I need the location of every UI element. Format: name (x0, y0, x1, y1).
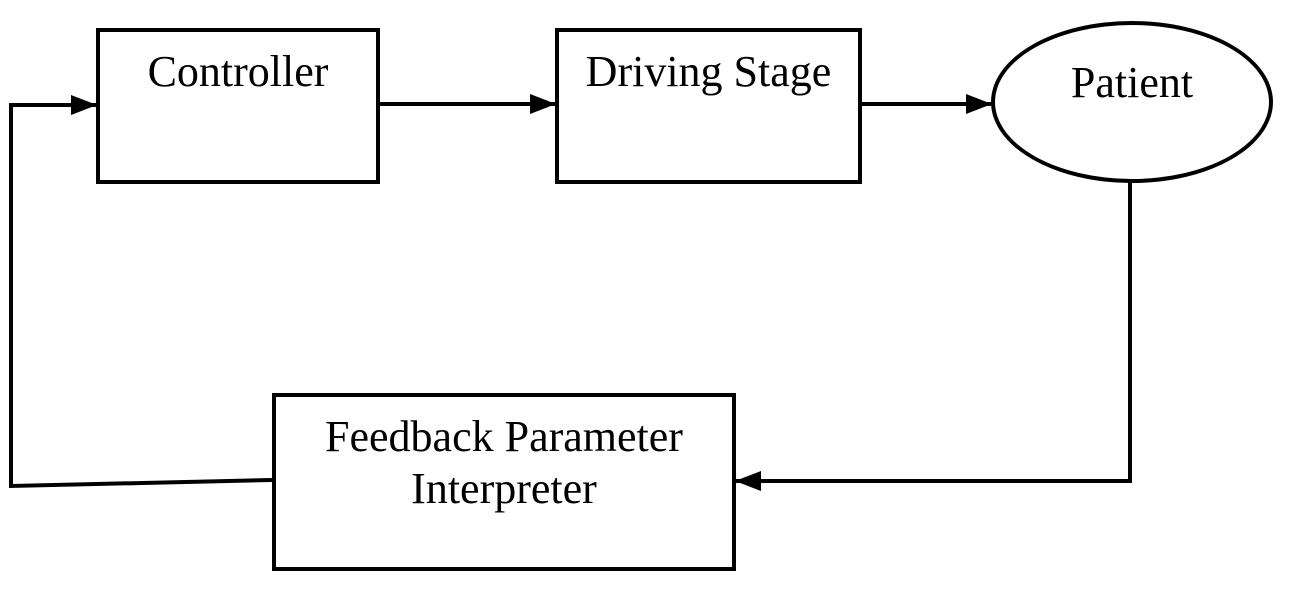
edge-patient-to-feedback-interpreter (735, 181, 1132, 491)
node-controller: Controller (96, 28, 380, 184)
node-feedback-parameter-interpreter: Feedback Parameter Interpreter (272, 393, 736, 571)
feedback-interpreter-label-line1: Feedback Parameter (325, 412, 683, 461)
patient-label: Patient (1070, 58, 1194, 107)
node-driving-stage: Driving Stage (555, 28, 862, 184)
feedback-interpreter-label-line2: Interpreter (411, 464, 597, 513)
driving-stage-label: Driving Stage (585, 47, 832, 96)
node-patient: Patient (991, 21, 1273, 183)
controller-label: Controller (147, 47, 329, 96)
